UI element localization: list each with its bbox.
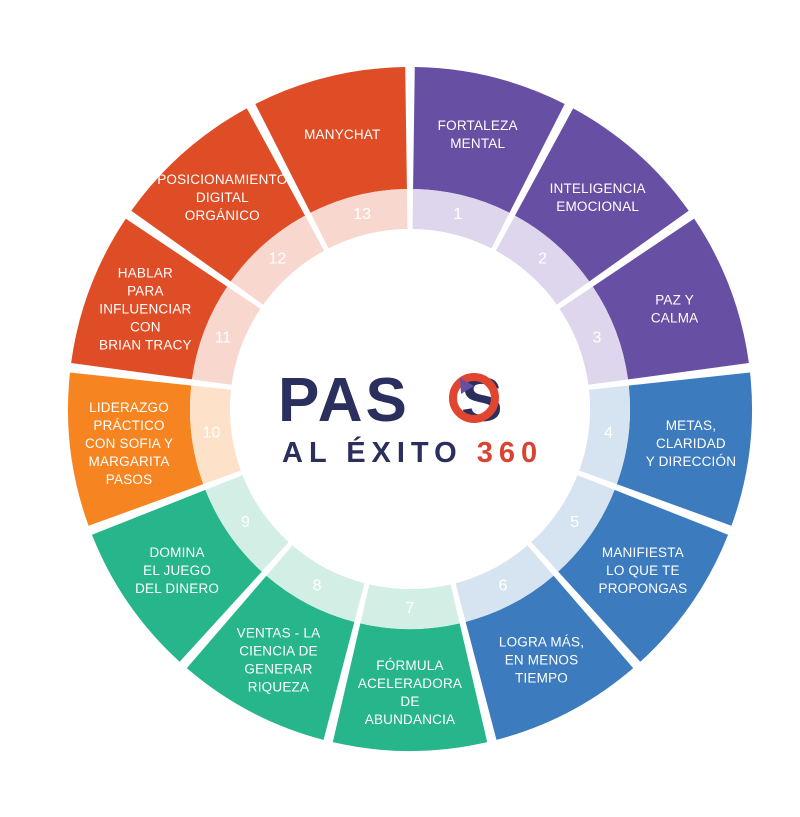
- step-number: 7: [406, 600, 415, 617]
- step-number: 4: [604, 424, 613, 441]
- step-segment: [131, 108, 306, 282]
- step-number-band: [495, 215, 590, 305]
- circular-arrow-icon: [449, 373, 499, 423]
- step-number-band: [579, 385, 630, 485]
- step-number-band: [191, 286, 261, 385]
- svg-text:AL ÉXITO 360: AL ÉXITO 360: [282, 435, 543, 469]
- step-segment: [67, 372, 204, 526]
- step-number-band: [559, 286, 629, 385]
- step-number: 6: [498, 577, 507, 594]
- step-number: 10: [203, 424, 221, 441]
- wheel-center: [230, 229, 590, 589]
- step-number-band: [189, 385, 241, 485]
- step-number: 5: [570, 514, 579, 531]
- step-segment: [558, 489, 729, 662]
- step-13: 13 MANYCHAT: [255, 67, 408, 249]
- step-segment: [413, 67, 565, 213]
- step-number: 3: [593, 329, 602, 346]
- step-number: 2: [538, 251, 547, 268]
- step-title: MANYCHAT: [304, 127, 380, 142]
- logo-number: 360: [477, 437, 543, 469]
- step-number-band: [531, 475, 615, 572]
- step-number: 12: [268, 251, 286, 268]
- step-segment: [514, 108, 689, 282]
- step-number: 8: [313, 577, 322, 594]
- step-segment: [592, 218, 749, 380]
- logo-subtitle: AL ÉXITO: [282, 435, 477, 469]
- step-segment: [71, 218, 228, 380]
- step-segment: [465, 575, 634, 740]
- step-number-band: [412, 189, 510, 249]
- step-number: 11: [215, 329, 232, 346]
- step-number: 13: [353, 206, 371, 223]
- step-segment: [186, 575, 355, 740]
- step-segment: [616, 372, 752, 526]
- step-number-band: [266, 545, 365, 622]
- step-number-band: [455, 545, 554, 622]
- step-number: 9: [241, 514, 250, 531]
- step-segment: [255, 67, 407, 213]
- step-number-band: [360, 584, 460, 629]
- step-number: 1: [453, 206, 462, 223]
- step-number-band: [310, 189, 408, 249]
- logo: PASOS AL ÉXITO 360: [278, 366, 543, 469]
- step-number-band: [230, 215, 325, 305]
- step-segment: [332, 623, 488, 752]
- logo-word-pas: PAS: [278, 366, 410, 435]
- step-number-band: [205, 475, 289, 572]
- step-segment: [91, 489, 262, 662]
